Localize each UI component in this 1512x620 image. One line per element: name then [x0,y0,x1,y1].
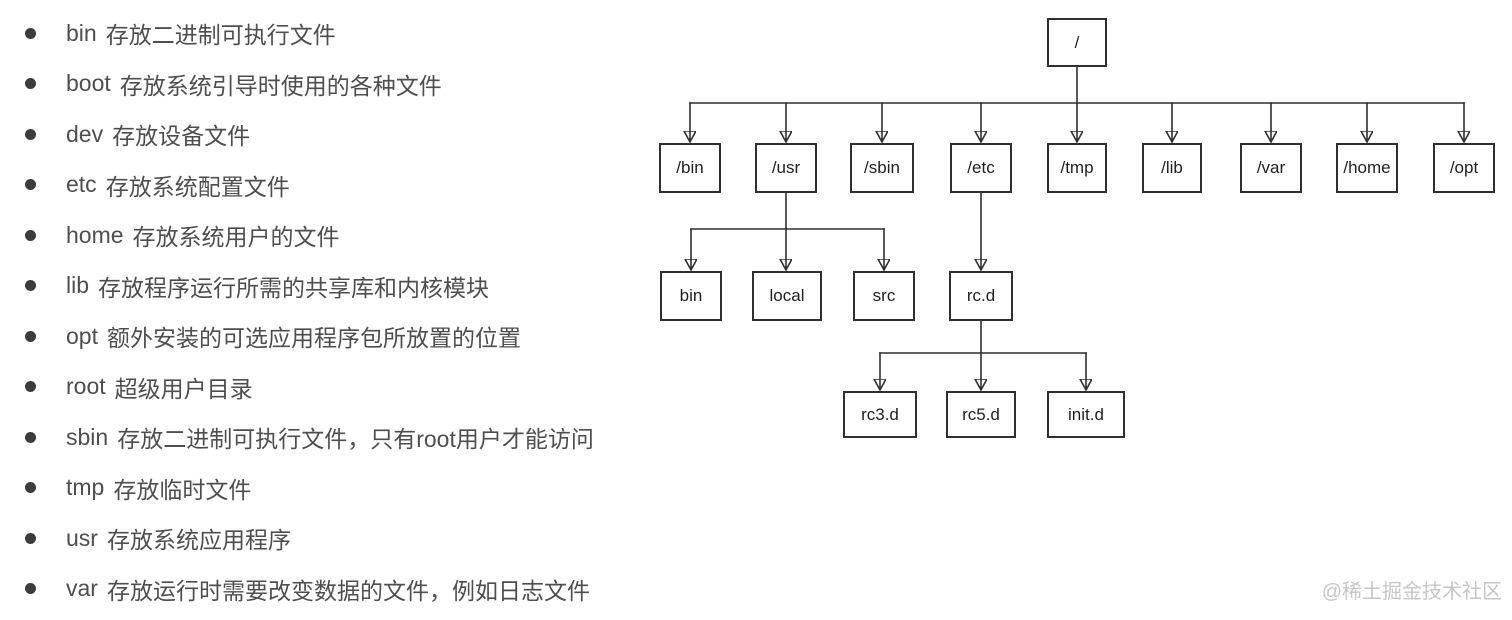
list-item: opt 额外安装的可选应用程序包所放置的位置 [0,311,660,362]
directory-name: root [66,373,106,400]
tree-node-label: rc3.d [861,404,899,424]
list-item: home 存放系统用户的文件 [0,210,660,261]
directory-name: opt [66,322,98,349]
directory-name: sbin [66,423,109,450]
bullet-icon [25,482,36,494]
tree-node-etc-rcd: rc.d [949,271,1013,321]
bullet-icon [25,229,36,241]
tree-node-label: src [872,286,896,305]
directory-desc: 存放系统应用程序 [106,527,291,554]
tree-node-usr: /usr [755,143,817,193]
tree-node-rc3d: rc3.d [843,391,917,438]
tree-node-var: /var [1240,143,1302,193]
bullet-icon [25,381,36,393]
directory-name: dev [66,120,104,147]
tree-node-usr-bin: bin [660,271,722,321]
directory-name: etc [66,171,97,198]
list-item: root 超级用户目录 [0,362,660,413]
tree-node-opt: /opt [1433,143,1495,193]
list-item: lib 存放程序运行所需的共享库和内核模块 [0,261,660,312]
bullet-icon [25,532,36,544]
tree-node-rc5d: rc5.d [946,391,1016,438]
tree-node-usr-src: src [853,271,915,321]
directory-name: tmp [66,474,105,501]
tree-node-label: /home [1343,158,1391,177]
list-item: tmp 存放临时文件 [0,463,660,514]
tree-node-label: /tmp [1060,158,1094,177]
tree-node-label: init.d [1068,404,1104,424]
directory-name: boot [66,70,111,97]
list-item: bin 存放二进制可执行文件 [0,8,660,59]
tree-node-etc: /etc [950,143,1012,193]
directory-name: usr [66,524,98,551]
bullet-icon [25,431,36,443]
bullet-icon [25,583,36,595]
directory-desc: 存放二进制可执行文件，只有root用户才能访问 [117,426,594,453]
tree-node-label: /sbin [864,158,900,177]
directory-desc: 超级用户目录 [114,375,253,402]
tree-node-home: /home [1336,143,1398,193]
tree-node-label: rc5.d [962,404,1000,424]
list-item: usr 存放系统应用程序 [0,513,660,564]
directory-desc: 额外安装的可选应用程序包所放置的位置 [106,325,521,352]
tree-node-usr-local: local [752,271,822,321]
tree-node-tmp: /tmp [1047,143,1107,193]
directory-name: lib [66,272,90,299]
tree-node-label: /etc [967,158,995,177]
list-item: dev 存放设备文件 [0,109,660,160]
bullet-icon [25,128,36,140]
directory-description-list: bin 存放二进制可执行文件 boot 存放系统引导时使用的各种文件 dev 存放设备… [0,8,660,614]
directory-name: var [66,575,98,602]
tree-node-label: /bin [676,158,704,177]
watermark: @稀土掘金技术社区 [1321,581,1502,603]
bullet-icon [25,280,36,292]
directory-desc: 存放系统引导时使用的各种文件 [119,72,442,99]
directory-desc: 存放运行时需要改变数据的文件，例如日志文件 [106,577,590,604]
bullet-icon [25,179,36,191]
directory-desc: 存放系统用户的文件 [132,224,340,251]
list-item: etc 存放系统配置文件 [0,160,660,211]
list-item: var 存放运行时需要改变数据的文件，例如日志文件 [0,564,660,615]
directory-name: home [66,221,124,248]
tree-node-initd: init.d [1047,391,1125,438]
tree-node-label: bin [679,286,703,305]
directory-desc: 存放临时文件 [113,476,252,503]
tree-node-label: rc.d [966,286,996,305]
tree-node-label: /var [1256,158,1286,177]
tree-node-label: /usr [771,158,801,177]
tree-node-label: local [769,286,805,305]
directory-desc: 存放二进制可执行文件 [105,22,336,49]
tree-node-label: / [1074,32,1080,52]
tree-node-lib: /lib [1142,143,1202,193]
tree-node-label: /lib [1161,158,1183,177]
bullet-icon [25,78,36,90]
directory-desc: 存放设备文件 [112,123,251,150]
directory-name: bin [66,19,97,46]
tree-node-sbin: /sbin [850,143,914,193]
directory-desc: 存放系统配置文件 [105,173,290,200]
list-item: boot 存放系统引导时使用的各种文件 [0,59,660,110]
bullet-icon [25,27,36,39]
bullet-icon [25,330,36,342]
tree-node-bin: /bin [659,143,721,193]
list-item: sbin 存放二进制可执行文件，只有root用户才能访问 [0,412,660,463]
tree-node-label: /opt [1449,158,1479,177]
tree-node-root: / [1047,18,1107,67]
directory-desc: 存放程序运行所需的共享库和内核模块 [98,274,490,301]
